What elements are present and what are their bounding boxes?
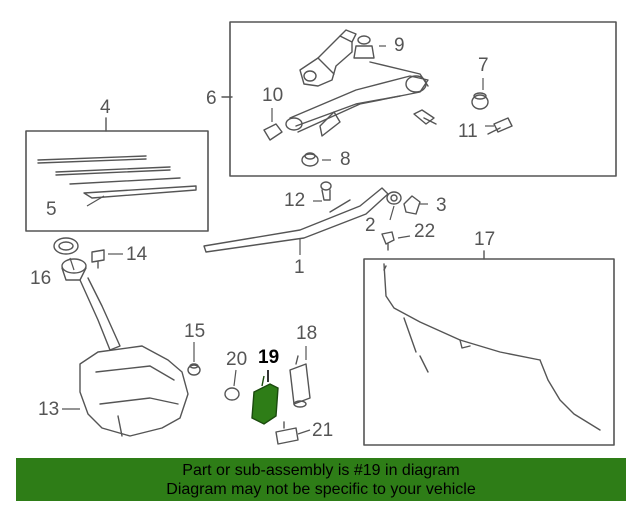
callout-20: 20 xyxy=(226,349,248,370)
callout-16: 16 xyxy=(30,268,52,289)
box-wiper-blade-group xyxy=(25,130,209,232)
callout-8: 8 xyxy=(340,149,351,170)
callout-11: 11 xyxy=(458,121,478,142)
cap-10-icon xyxy=(263,123,283,141)
callout-10: 10 xyxy=(262,85,284,106)
callout-21: 21 xyxy=(312,420,334,441)
callout-4: 4 xyxy=(100,97,111,118)
cap-3-icon xyxy=(403,195,421,215)
washer-hose-icon xyxy=(383,263,601,431)
callout-1: 1 xyxy=(294,257,305,278)
banner-line-2: Diagram may not be specific to your vehi… xyxy=(166,480,476,498)
box-hose-group xyxy=(363,258,615,446)
callout-9: 9 xyxy=(394,35,405,56)
gasket-16-icon xyxy=(53,237,79,255)
callout-6: 6 xyxy=(206,88,217,109)
bushing-7-icon xyxy=(471,92,489,110)
wiper-linkage-icon xyxy=(285,61,429,137)
clip-14-icon xyxy=(91,249,105,269)
nut-2-icon xyxy=(386,191,402,205)
callout-15: 15 xyxy=(184,321,206,342)
callout-17: 17 xyxy=(474,229,496,250)
box-wiper-link-group xyxy=(229,21,617,177)
washer-motor-19-icon xyxy=(251,375,279,425)
bolt-center-icon xyxy=(413,109,437,125)
callout-22: 22 xyxy=(414,221,436,242)
callout-19: 19 xyxy=(258,347,280,368)
wiper-blade-icon xyxy=(37,155,197,199)
bolt-12-icon xyxy=(320,181,332,201)
callout-7: 7 xyxy=(478,55,489,76)
callout-13: 13 xyxy=(38,399,60,420)
washer-pump-18-icon xyxy=(289,355,311,408)
callout-3: 3 xyxy=(436,195,447,216)
wiper-motor-icon xyxy=(299,29,357,87)
grommet-9-icon xyxy=(353,35,375,59)
info-banner: Part or sub-assembly is #19 in diagram D… xyxy=(16,458,626,501)
grommet-20-icon xyxy=(224,387,240,401)
callout-14: 14 xyxy=(126,244,148,265)
connector-21-icon xyxy=(275,421,299,445)
callout-18: 18 xyxy=(296,323,318,344)
callout-2: 2 xyxy=(365,215,376,236)
grommet-15-icon xyxy=(187,363,201,376)
callout-12: 12 xyxy=(284,190,306,211)
bolt-11-icon xyxy=(487,117,513,135)
nozzle-22-icon xyxy=(381,231,395,251)
callout-5: 5 xyxy=(46,199,57,220)
banner-line-1: Part or sub-assembly is #19 in diagram xyxy=(182,461,460,479)
washer-reservoir-icon xyxy=(61,258,189,437)
grommet-8-icon xyxy=(301,152,319,167)
